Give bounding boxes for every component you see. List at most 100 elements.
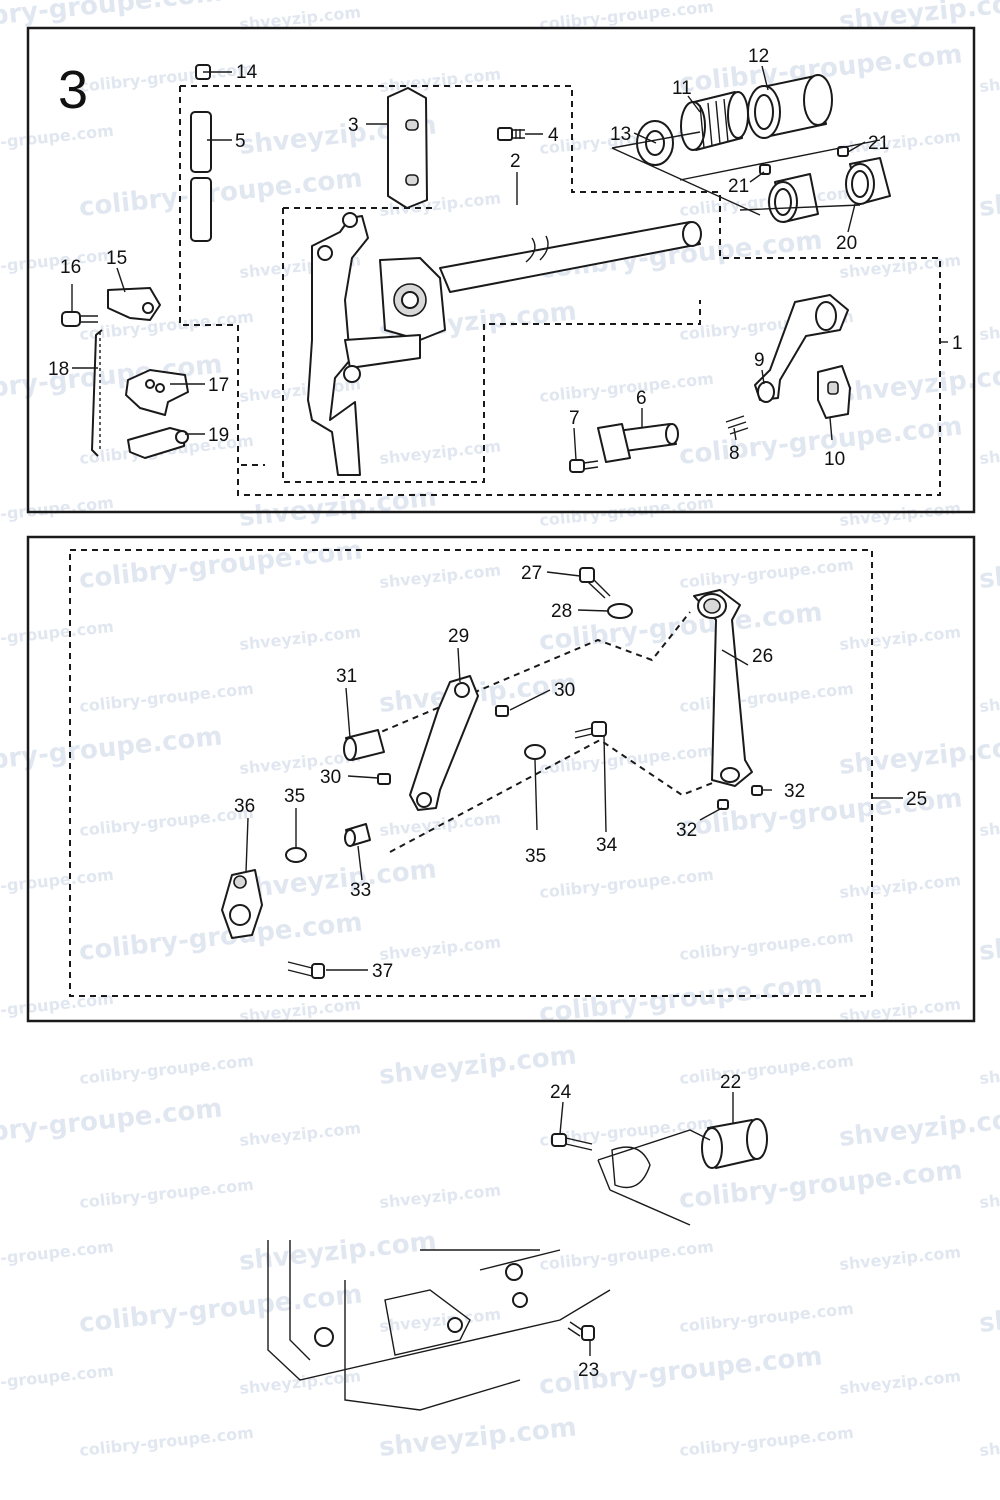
gear-11	[680, 91, 749, 151]
watermark-text: shveyzip.com	[378, 1304, 501, 1336]
watermark-text: colibry-groupe.com	[538, 1237, 714, 1274]
callout-24: 24	[550, 1082, 572, 1103]
callout-21-left: 21	[728, 176, 749, 197]
screw-27	[579, 567, 611, 599]
callout-6: 6	[636, 388, 647, 409]
callout-16: 16	[60, 257, 81, 278]
callout-37: 37	[372, 961, 393, 982]
washer-35-right	[524, 744, 546, 760]
bushing-22	[701, 1118, 768, 1169]
callout-25: 25	[906, 789, 927, 810]
callout-33: 33	[350, 880, 371, 901]
callout-31: 31	[336, 666, 357, 687]
watermark-text: shveyzip.com	[238, 482, 438, 533]
watermark-text: colibry-groupe.com	[0, 1237, 115, 1274]
callout-32-bottom: 32	[676, 820, 697, 841]
watermark-text: shveyzip.com	[378, 64, 501, 96]
watermark-text: shveyzip.com	[238, 622, 361, 654]
section-number: 3	[58, 60, 88, 120]
callout-14: 14	[236, 62, 258, 83]
callout-17: 17	[208, 375, 229, 396]
watermark-text: colibry-groupe.com	[78, 59, 254, 96]
block-10	[817, 365, 851, 419]
bushing-33	[344, 823, 371, 847]
callout-9: 9	[754, 350, 765, 371]
watermark-text: shveyzip.com	[838, 126, 961, 158]
spring-8	[725, 415, 749, 435]
callout-28: 28	[551, 601, 572, 622]
watermark-text: colibry-groupe.com	[0, 1361, 115, 1398]
callout-15: 15	[106, 248, 127, 269]
housing-outline	[597, 1129, 711, 1226]
watermark-text: shveyzip.com	[838, 0, 1000, 37]
machine-casting-outline	[267, 1240, 611, 1411]
callout-29: 29	[448, 626, 469, 647]
bracket-3-slot-a	[405, 119, 419, 131]
callout-21-right: 21	[868, 133, 889, 154]
watermark-text: colibry-groupe.com	[78, 1175, 254, 1212]
watermark-text: colibry-groupe.com	[678, 1423, 854, 1460]
callout-18: 18	[48, 359, 69, 380]
callout-36: 36	[234, 796, 255, 817]
watermark-text: colibry-groupe.com	[78, 163, 364, 223]
watermark-text: shveyzip.com	[378, 560, 501, 592]
callout-13: 13	[610, 124, 631, 145]
callout-12: 12	[748, 46, 769, 67]
watermark-text: colibry-groupe.com	[0, 245, 115, 282]
callout-20: 20	[836, 233, 857, 254]
callout-30-upper: 30	[554, 680, 575, 701]
watermark-text: shveyzip.com	[978, 1180, 1000, 1212]
watermark-text: shveyzip.com	[238, 1118, 361, 1150]
callout-5: 5	[235, 131, 246, 152]
watermark-text: colibry-groupe.com	[678, 1299, 854, 1336]
callout-23: 23	[578, 1360, 599, 1381]
pin-31	[343, 729, 385, 761]
frame-casting	[307, 212, 446, 476]
watermark-text: shveyzip.com	[238, 1366, 361, 1398]
watermark-text: shveyzip.com	[978, 64, 1000, 96]
screw-23	[567, 1321, 595, 1341]
callout-3: 3	[348, 115, 359, 136]
watermark-text: shveyzip.com	[978, 1428, 1000, 1460]
watermark-text: colibry-groupe.com	[678, 411, 964, 471]
watermark-text: shveyzip.com	[838, 622, 961, 654]
callout-2: 2	[510, 151, 521, 172]
watermark-text: shveyzip.com	[838, 730, 1000, 781]
callout-4: 4	[548, 125, 559, 146]
watermark-text: colibry-groupe.com	[0, 617, 115, 654]
screw-34	[574, 721, 607, 739]
sleeve-12	[747, 74, 833, 139]
assembly-guide-lines	[611, 131, 881, 216]
watermark-text: colibry-groupe.com	[78, 679, 254, 716]
watermark-text: colibry-groupe.com	[538, 369, 714, 406]
watermark-text: shveyzip.com	[838, 1366, 961, 1398]
set-screw-21-left	[759, 164, 771, 175]
watermark-text: colibry-groupe.com	[538, 865, 714, 902]
leader-lines	[71, 65, 948, 1356]
main-shaft-2	[439, 221, 702, 293]
watermark-text: shveyzip.com	[978, 916, 1000, 967]
callout-35-right: 35	[525, 846, 546, 867]
middle-panel-frame	[26, 535, 976, 1023]
watermark-text: colibry-groupe.com	[78, 1423, 254, 1460]
lever-9	[754, 294, 849, 403]
callout-10: 10	[824, 449, 845, 470]
chain-18	[91, 329, 103, 457]
callout-19: 19	[208, 425, 229, 446]
watermark-text: shveyzip.com	[978, 312, 1000, 344]
watermark-text: shveyzip.com	[838, 358, 1000, 409]
watermark-text: colibry-groupe.com	[78, 535, 364, 595]
watermark-text: colibry-groupe.com	[538, 597, 824, 657]
watermark-text: shveyzip.com	[978, 544, 1000, 595]
watermark-text: colibry-groupe.com	[78, 803, 254, 840]
watermark-text: shveyzip.com	[978, 1288, 1000, 1339]
watermark-text: colibry-groupe.com	[0, 1093, 224, 1153]
screw-24	[551, 1133, 593, 1151]
watermark-text: colibry-groupe.com	[678, 1051, 854, 1088]
watermark-text: colibry-groupe.com	[0, 349, 224, 409]
crank-36	[221, 869, 263, 939]
casting-hole-lower	[512, 1292, 528, 1308]
screw-4	[497, 127, 525, 141]
